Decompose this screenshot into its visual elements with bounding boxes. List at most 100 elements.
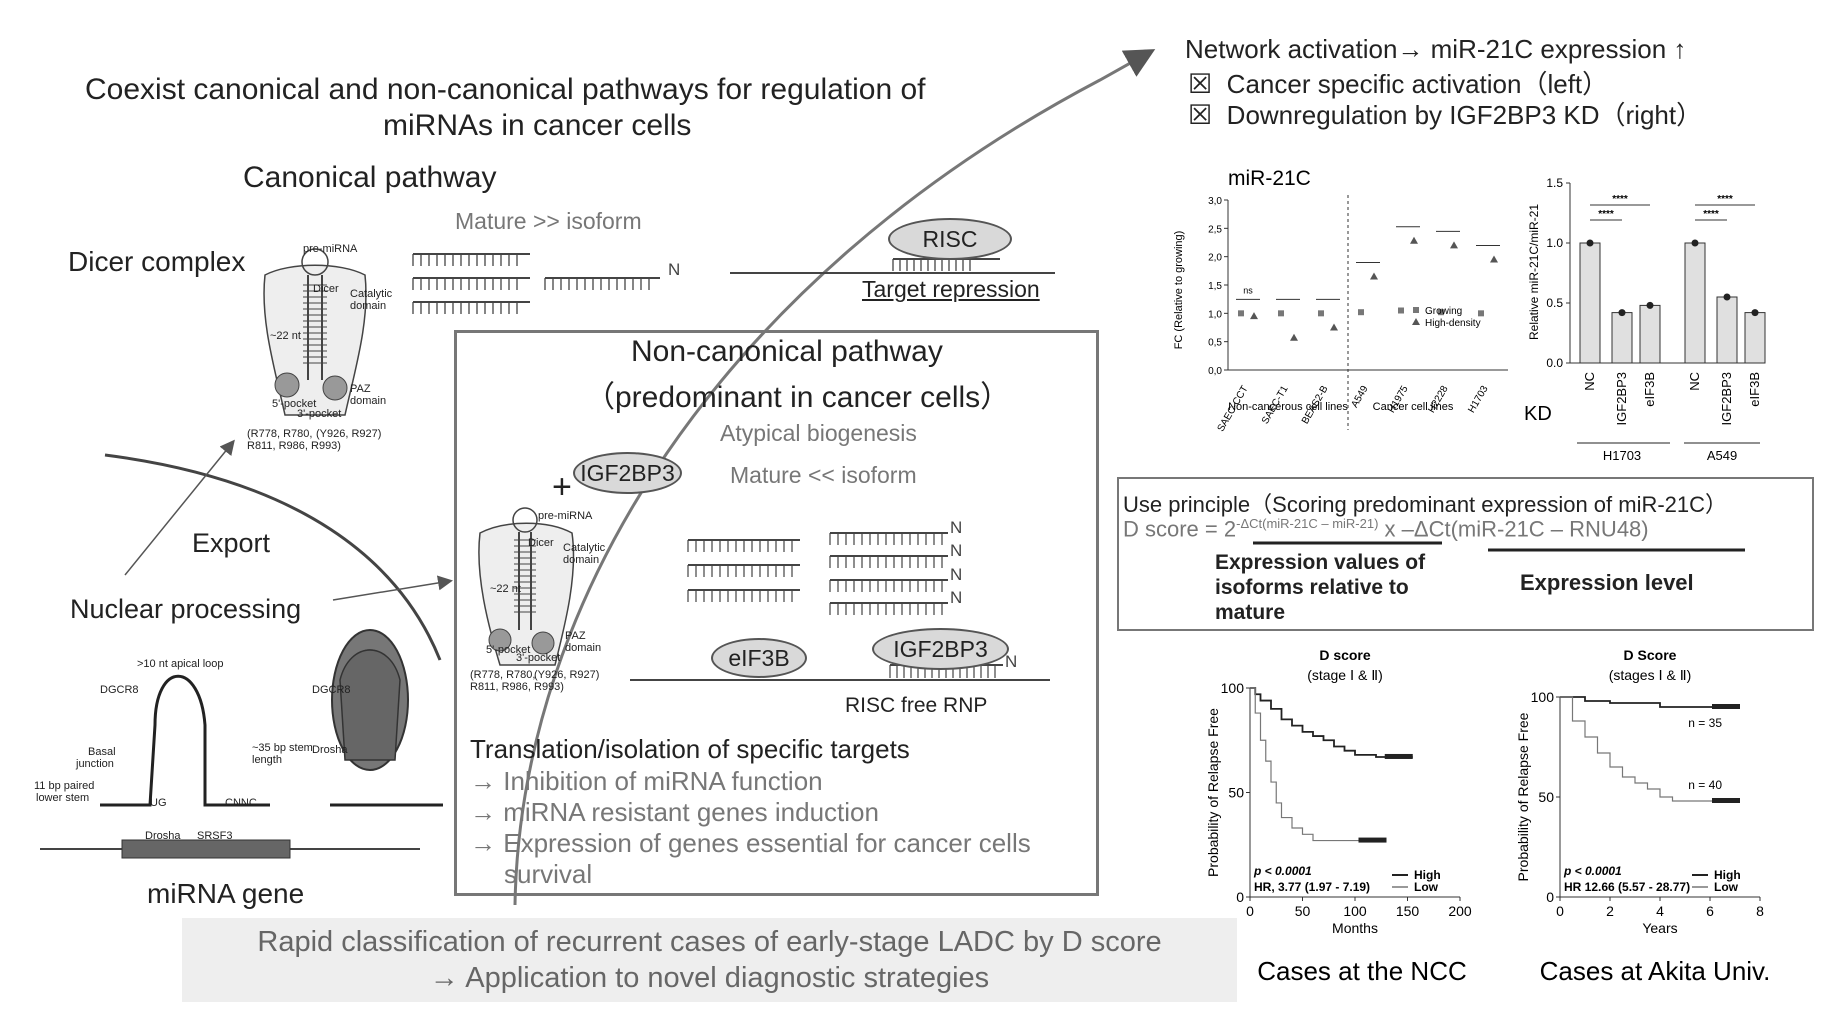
nc-item-3: → Expression of genes essential for canc… [470,828,1031,858]
dicer-dicer: Dicer [313,283,339,295]
chart2-point [1751,309,1759,317]
mature-isoform-canonical: Mature >> isoform [455,208,642,234]
translation-isolation: Translation/isolation of specific target… [470,734,910,764]
chart4-xtick-label: 6 [1706,903,1714,919]
chart2-xtick-label: NC [1687,372,1702,391]
export-label: Export [192,528,271,558]
network-line-3: ☒ Downregulation by IGF2BP3 KD（right） [1188,95,1702,132]
chart3-km-curve-high [1250,687,1413,758]
chart2-ytick-label: 1.0 [1546,236,1563,250]
dicer-residues-2: R811, R986, R993) [247,440,341,452]
nc-dicer-residues-3: (Y926, R927) [534,669,600,681]
chart3-xlabel: Months [1332,920,1378,936]
chart1-legend-growing: Growing [1425,306,1462,317]
chart4-xtick-label: 4 [1656,903,1664,919]
chart3-km-curve-low [1250,687,1387,842]
chart2-sig-label: **** [1612,194,1628,205]
chart1-legend-high-marker [1412,318,1420,325]
strand-n-1: N [950,518,963,537]
use-principle: Use principle（Scoring predominant expres… [1123,492,1728,517]
chart1-point-growing [1358,309,1364,316]
drosha-dgcr8: DGCR8 [100,684,139,696]
nc-dicer-pre-mirna: pre-miRNA [538,510,593,522]
chart2-ytick-label: 0.5 [1546,296,1563,310]
mirna-gene-label: miRNA gene [147,878,305,909]
nc-item-1: → Inhibition of miRNA function [470,766,823,796]
chart4-xtick-label: 2 [1606,903,1614,919]
chart2-point [1691,239,1699,247]
nc-dicer-domain: domain [563,554,600,566]
dicer-structure-noncanonical [478,507,575,666]
drosha-hairpin [100,674,443,807]
chart4-xlabel: Years [1642,920,1677,936]
network-line-3-text: Downregulation by IGF2BP3 KD（right） [1226,100,1703,130]
chart3-ytick-label: 50 [1228,785,1244,801]
chart2-ytick-label: 1.5 [1546,176,1563,190]
chart2-kd-label: KD [1524,403,1552,425]
drosha-basal-1: Basal [88,746,116,758]
chart4-km-curve-low [1560,696,1740,802]
chart2-bar [1716,296,1738,364]
expr-values-1: Expression values of [1215,551,1426,574]
network-line-2-text: Cancer specific activation（left） [1226,69,1609,99]
chart4-title: D Score [1624,647,1677,663]
nc-dicer-catalytic: Catalytic [563,542,606,554]
chart3-xtick-label: 0 [1246,903,1254,919]
drosha-lower-stem-1: 11 bp paired [34,780,95,792]
chart1-point-highdensity [1370,272,1378,280]
nuclear-processing-label: Nuclear processing [70,594,302,624]
drosha-cnnc: CNNC [225,797,257,809]
drosha-drosha-right: Drosha [312,744,348,756]
chart2-group-2: A549 [1707,448,1737,463]
dicer-5pocket: 5'-pocket [272,398,317,410]
plus-sign: + [552,468,572,506]
chart2-group-1: H1703 [1603,448,1641,463]
drosha-complex-shape [331,629,409,771]
chart3-ylabel: Probability of Relapse Free [1205,708,1221,877]
checkbox-icon: ☒ [1188,100,1213,130]
dicer-catalytic: Catalytic [350,288,393,300]
main-title-line2: miRNAs in cancer cells [383,109,692,142]
igf2bp3-ellipse-bottom: IGF2BP3 [872,628,1009,670]
expr-values-3: mature [1215,601,1286,624]
drosha-stem-2: length [252,754,282,766]
chart1-point-highdensity [1250,312,1258,320]
dicer-residues-1: (R778, R780, [247,428,313,440]
formula-sup: -ΔCt(miR-21C – miR-21) [1236,516,1379,531]
chart2-xtick-label: NC [1582,372,1597,391]
chart2-bar [1639,304,1661,364]
dicer-residues-3: (Y926, R927) [316,428,382,440]
chart3-hr: HR, 3.77 (1.97 - 7.19) [1254,880,1370,894]
drosha-apical-loop: >10 nt apical loop [137,658,224,670]
rapid-line-2: → Application to novel diagnostic strate… [429,962,990,994]
checkbox-icon: ☒ [1188,69,1213,99]
dicer-domain: domain [350,300,387,312]
chart1-ytick-label: 1,0 [1208,309,1222,320]
eif3b-ellipse: eIF3B [711,638,807,678]
dicer-complex-label: Dicer complex [68,246,246,277]
chart1-ytick-label: 0,0 [1208,366,1222,377]
chart2-bar [1579,242,1601,364]
chart1-legend-high: High-density [1425,318,1481,329]
nc-dicer-residues-1: (R778, R780, [470,669,536,681]
expr-values-2: isoforms relative to [1215,576,1409,599]
nc-dicer-residues-2: R811, R986, R993) [470,681,564,693]
chart4-ytick-label: 50 [1538,789,1554,805]
chart3-xtick-label: 50 [1295,903,1311,919]
rapid-line-1: Rapid classification of recurrent cases … [257,926,1162,958]
chart1-ytick-label: 2,0 [1208,253,1222,264]
chart2-bar [1744,312,1766,364]
chart1-point-highdensity [1330,323,1338,331]
drosha-ug: UG [150,797,167,809]
chart1-title: miR-21C [1228,167,1311,190]
nc-item-4: survival [504,859,593,889]
rapid-classification-banner: Rapid classification of recurrent cases … [182,918,1237,1002]
chart3-ytick-label: 0 [1236,889,1244,905]
chart3-censor-marks-low [1358,837,1387,843]
chart1-ns: ns [1243,285,1253,295]
drosha-stem-1: ~35 bp stem [252,742,313,754]
chart4-n-low: n = 40 [1688,778,1722,792]
dicer-paz: PAZ [350,383,371,395]
strand-n-5: N [1005,652,1018,671]
chart2-ytick-label: 0.0 [1546,356,1563,370]
